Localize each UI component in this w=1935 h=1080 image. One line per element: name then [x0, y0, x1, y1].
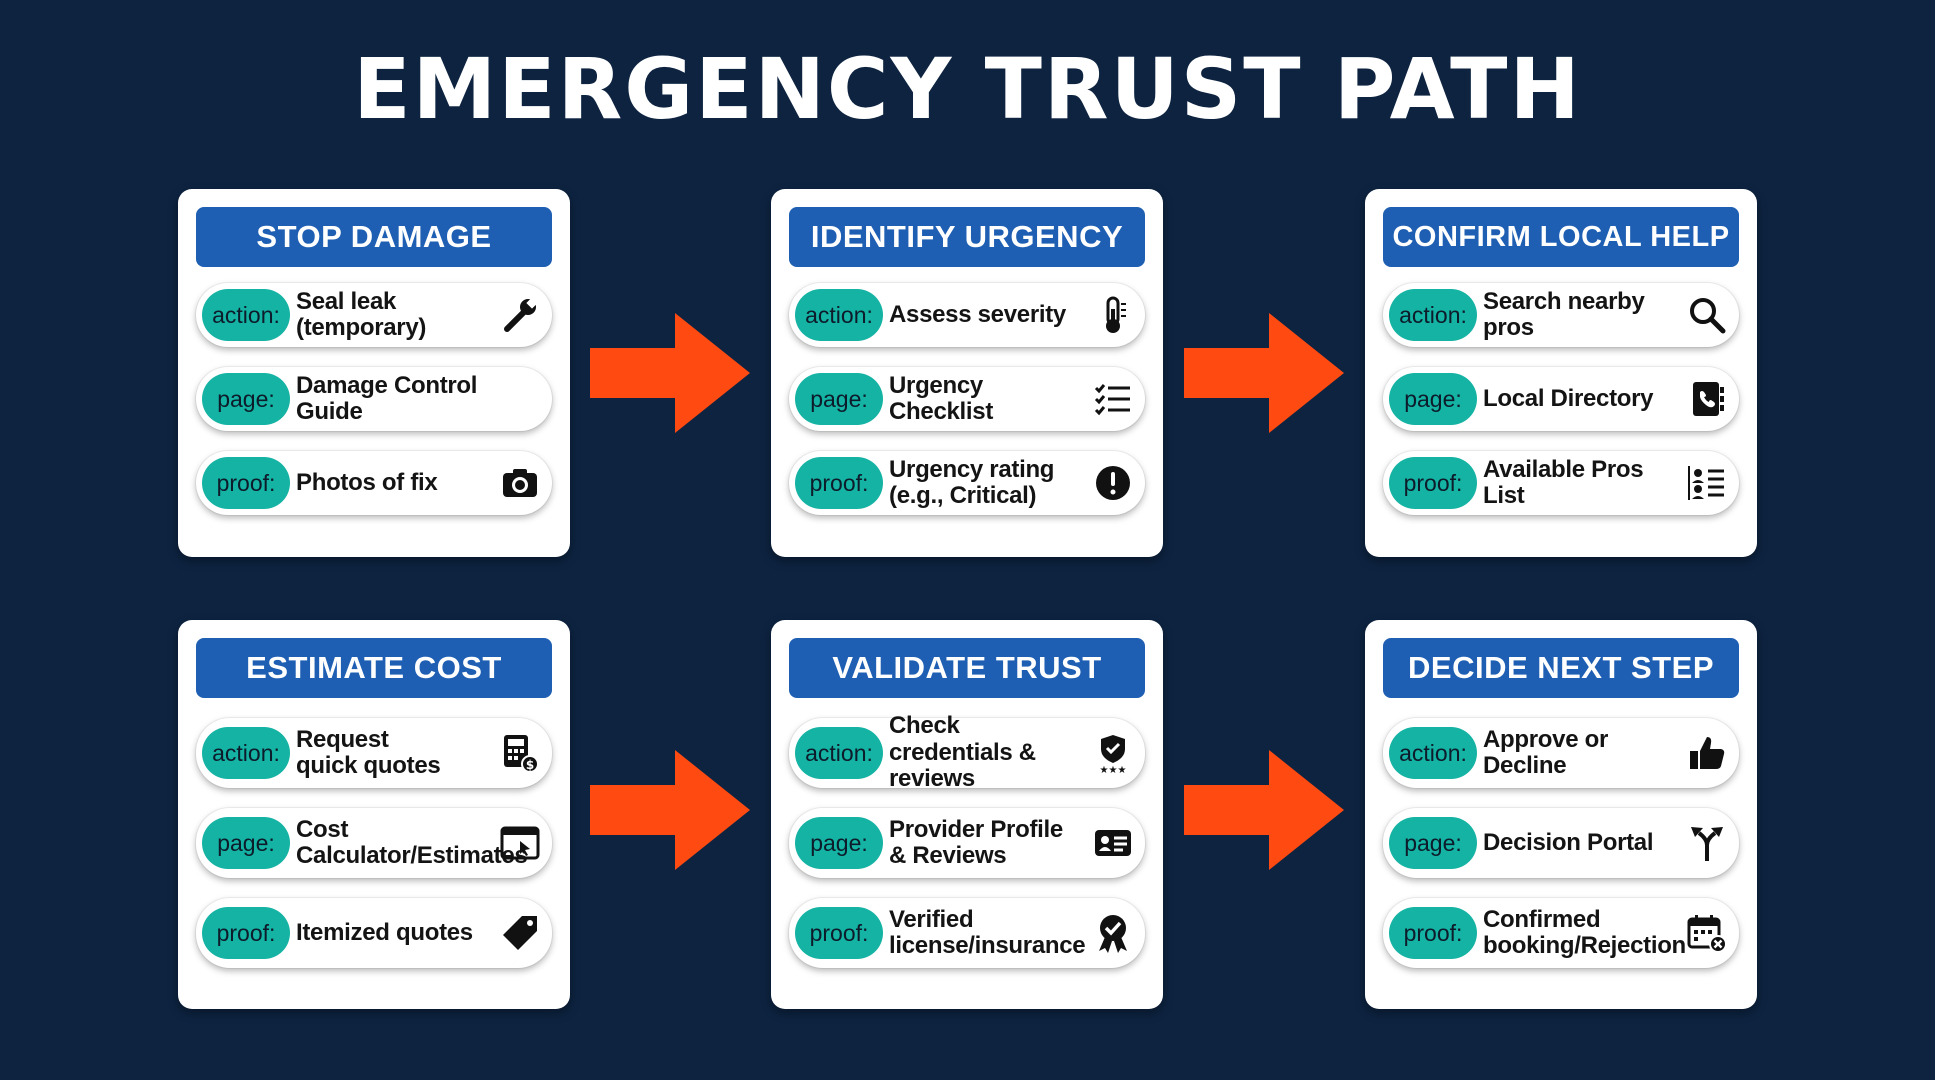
proof-label: Urgency rating (e.g., Critical) — [889, 455, 1055, 509]
flow-arrow-4 — [1184, 750, 1344, 870]
flow-arrow-3 — [590, 750, 750, 870]
alert-icon — [1096, 466, 1130, 500]
page-tag: page: — [795, 817, 883, 869]
action-row: action: Seal leak (temporary) — [196, 283, 552, 347]
action-label: Approve or Decline — [1483, 725, 1609, 779]
card-identify-urgency: IDENTIFY URGENCY action: Assess severity… — [771, 189, 1163, 557]
proof-tag: proof: — [1389, 907, 1477, 959]
card-stop-damage: STOP DAMAGE action: Seal leak (temporary… — [178, 189, 570, 557]
action-label: Seal leak (temporary) — [296, 287, 427, 341]
proof-tag: proof: — [795, 907, 883, 959]
page-label: Decision Portal — [1483, 828, 1654, 856]
checklist-icon — [1094, 384, 1130, 416]
proof-tag: proof: — [795, 457, 883, 509]
id-card-icon — [1095, 830, 1131, 856]
page-label: Cost Calculator/Estimates — [296, 815, 528, 869]
verified-badge-icon — [1099, 915, 1127, 953]
calendar-x-icon — [1687, 915, 1727, 953]
card-header: IDENTIFY URGENCY — [789, 207, 1145, 267]
proof-row: proof: Verified license/insurance — [789, 898, 1145, 968]
page-row: page: Provider Profile & Reviews — [789, 808, 1145, 878]
action-tag: action: — [202, 727, 290, 779]
page-tag: page: — [1389, 817, 1477, 869]
card-header: STOP DAMAGE — [196, 207, 552, 267]
card-header: CONFIRM LOCAL HELP — [1383, 207, 1739, 267]
phone-book-icon — [1693, 382, 1724, 416]
page-title: EMERGENCY TRUST PATH — [353, 40, 1582, 138]
page-tag: page: — [202, 373, 290, 425]
flow-arrow-1 — [590, 313, 750, 433]
page-row: page: Urgency Checklist — [789, 367, 1145, 431]
proof-row: proof: Urgency rating (e.g., Critical) — [789, 451, 1145, 515]
action-label: Search nearby pros — [1483, 287, 1645, 341]
card-validate-trust: VALIDATE TRUST action: Check credentials… — [771, 620, 1163, 1009]
action-label: Request quick quotes — [296, 725, 441, 779]
action-label: Assess severity — [889, 300, 1066, 328]
action-row: action: Search nearby pros — [1383, 283, 1739, 347]
search-icon — [1690, 298, 1726, 334]
svg-text:★★★: ★★★ — [1100, 765, 1127, 773]
proof-label: Confirmed booking/Rejection — [1483, 905, 1686, 959]
action-row: action: Check credentials & reviews ★★★ — [789, 713, 1145, 792]
svg-text:$: $ — [526, 758, 534, 772]
action-row: action: Approve or Decline — [1383, 718, 1739, 788]
page-tag: page: — [1389, 373, 1477, 425]
action-row: action: Assess severity — [789, 283, 1145, 347]
proof-tag: proof: — [202, 907, 290, 959]
proof-tag: proof: — [202, 457, 290, 509]
card-decide-next-step: DECIDE NEXT STEP action: Approve or Decl… — [1365, 620, 1757, 1009]
proof-label: Itemized quotes — [296, 918, 473, 946]
page-row: page: Cost Calculator/Estimates — [196, 808, 552, 878]
proof-label: Available Pros List — [1483, 455, 1644, 509]
page-tag: page: — [795, 373, 883, 425]
camera-icon — [503, 469, 537, 497]
card-header: VALIDATE TRUST — [789, 638, 1145, 698]
page-label: Damage Control Guide — [296, 371, 478, 425]
calculator-icon: $ — [504, 735, 539, 773]
page-label: Local Directory — [1483, 384, 1654, 412]
flow-arrow-2 — [1184, 313, 1344, 433]
card-estimate-cost: ESTIMATE COST action: Request quick quot… — [178, 620, 570, 1009]
card-confirm-local-help: CONFIRM LOCAL HELP action: Search nearby… — [1365, 189, 1757, 557]
page-label: Provider Profile & Reviews — [889, 815, 1063, 869]
page-row: page: Damage Control Guide — [196, 367, 552, 431]
action-tag: action: — [795, 727, 883, 779]
thumbs-up-icon — [1690, 737, 1725, 769]
proof-label: Photos of fix — [296, 468, 438, 496]
page-row: page: Decision Portal — [1383, 808, 1739, 878]
card-header: ESTIMATE COST — [196, 638, 552, 698]
page-row: page: Local Directory — [1383, 367, 1739, 431]
fork-arrow-icon — [1691, 827, 1723, 861]
thermometer-icon — [1106, 296, 1126, 333]
card-header: DECIDE NEXT STEP — [1383, 638, 1739, 698]
proof-row: proof: Confirmed booking/Rejection — [1383, 898, 1739, 968]
action-label: Check credentials & reviews — [889, 712, 1036, 793]
proof-label: Verified license/insurance — [889, 905, 1086, 959]
price-tag-icon — [503, 916, 537, 950]
action-tag: action: — [795, 289, 883, 341]
action-row: action: Request quick quotes $ — [196, 718, 552, 788]
browser-window-icon — [500, 826, 540, 860]
page-tag: page: — [202, 817, 290, 869]
action-tag: action: — [1389, 289, 1477, 341]
proof-row: proof: Itemized quotes — [196, 898, 552, 968]
action-tag: action: — [202, 289, 290, 341]
proof-tag: proof: — [1389, 457, 1477, 509]
shield-stars-icon: ★★★ — [1100, 735, 1127, 773]
proof-row: proof: Photos of fix — [196, 451, 552, 515]
page-label: Urgency Checklist — [889, 371, 994, 425]
people-list-icon — [1688, 466, 1724, 500]
proof-row: proof: Available Pros List — [1383, 451, 1739, 515]
wrench-icon — [504, 297, 538, 332]
action-tag: action: — [1389, 727, 1477, 779]
